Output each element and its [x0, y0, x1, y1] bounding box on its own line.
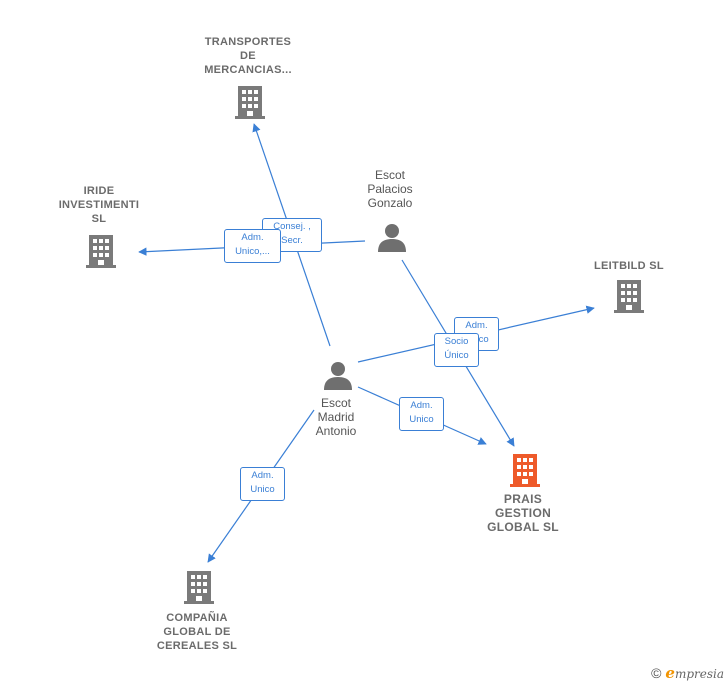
- edge-label-adm-iride[interactable]: Adm. Unico,...: [224, 229, 281, 263]
- company-label-leitbild: LEITBILD SL: [594, 260, 664, 272]
- person-icon[interactable]: [377, 222, 407, 252]
- edge-label-socio[interactable]: Socio Único: [434, 333, 479, 367]
- building-icon[interactable]: [509, 452, 541, 488]
- brand-name: mpresia: [674, 667, 724, 681]
- person-label-escot-madrid: Escot Madrid Antonio: [315, 396, 357, 438]
- company-label-transportes: TRANSPORTES DE MERCANCIAS...: [204, 36, 292, 76]
- person-icon[interactable]: [323, 360, 353, 390]
- edge-label-adm-prais[interactable]: Adm. Unico: [399, 397, 444, 431]
- building-icon[interactable]: [234, 84, 266, 120]
- company-label-compania: COMPAÑIA GLOBAL DE CEREALES SL: [156, 612, 238, 652]
- brand-logo: empresia: [665, 664, 724, 682]
- person-label-escot-palacios: Escot Palacios Gonzalo: [367, 168, 413, 210]
- building-icon[interactable]: [183, 569, 215, 605]
- building-icon[interactable]: [85, 233, 117, 269]
- brand-footer[interactable]: © empresia: [651, 664, 724, 682]
- company-label-prais: PRAIS GESTION GLOBAL SL: [487, 492, 559, 534]
- company-label-iride: IRIDE INVESTIMENTI SL: [58, 185, 140, 225]
- copyright-symbol: ©: [651, 665, 662, 681]
- brand-initial: e: [665, 664, 675, 682]
- edge-label-adm-compania[interactable]: Adm. Unico: [240, 467, 285, 501]
- building-icon[interactable]: [613, 278, 645, 314]
